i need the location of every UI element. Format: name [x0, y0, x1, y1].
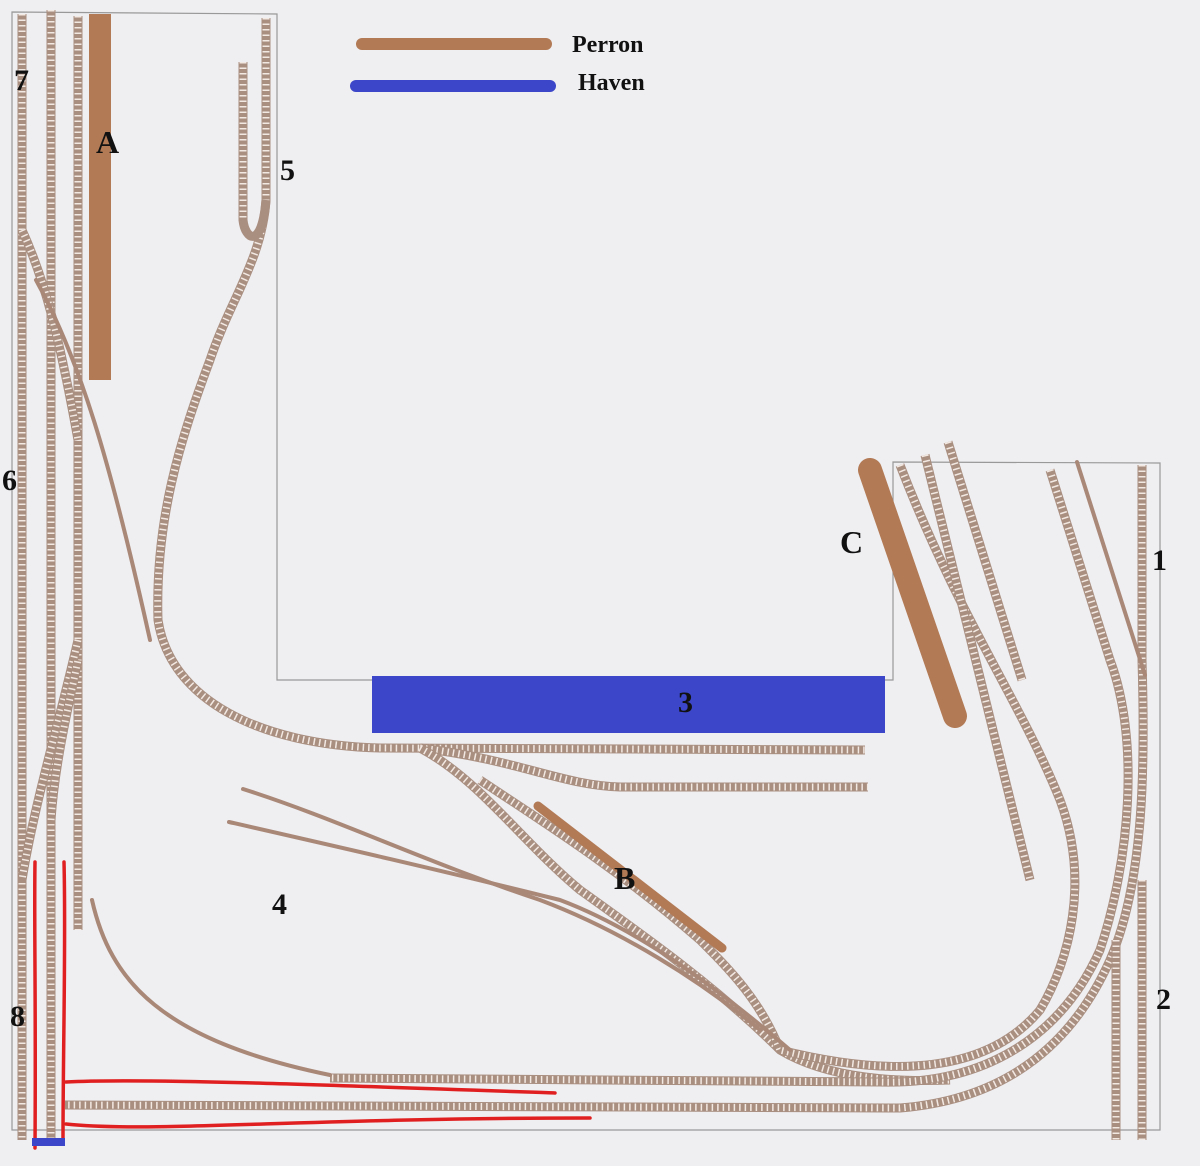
platform-letter-a: A: [96, 124, 120, 160]
platforms: [89, 14, 967, 953]
track-crossover-left-bottom-2: [46, 659, 83, 821]
plain-line-right-siding: [1075, 460, 1147, 677]
track-c-siding-2: [943, 440, 1027, 682]
plain-line-left-diagonal: [34, 278, 152, 642]
track-number-8: 8: [10, 1000, 25, 1033]
harbour-basin: [372, 676, 885, 733]
track-number-3: 3: [678, 686, 693, 719]
track-c-siding-1: [920, 453, 1035, 882]
track-crossover-left-top: [17, 228, 83, 441]
legend-platform-label: Perron: [572, 32, 644, 58]
red-sketch: [32, 860, 592, 1150]
track-crossover-left-bottom: [17, 639, 83, 881]
platform-letter-c: C: [840, 524, 864, 560]
track-diagonal-b-2: [477, 776, 785, 1052]
track-loop-c: [778, 463, 1080, 1071]
track-number-2: 2: [1156, 983, 1171, 1016]
tracks-layer: [17, 10, 1148, 1140]
track-number-6: 6: [2, 464, 17, 497]
baseboard-outline: [11, 11, 1161, 1131]
platform-b-bar: [533, 801, 727, 953]
small-blue-mark: [32, 1138, 65, 1146]
plain-lines: [34, 278, 1147, 1077]
plain-line-4-lower: [227, 820, 792, 1052]
legend-harbour-label: Haven: [578, 70, 645, 96]
plain-line-4-upper: [241, 787, 762, 1032]
track-3-siding: [419, 743, 868, 792]
track-number-5: 5: [280, 154, 295, 187]
track-5-siding: [238, 62, 271, 241]
platform-c-bar: [858, 458, 967, 728]
plain-line-bottom-curve: [90, 898, 332, 1077]
track-number-7: 7: [14, 64, 29, 97]
track-loop-inner: [329, 468, 1133, 1087]
track-number-1: 1: [1152, 544, 1167, 577]
platform-letter-b: B: [614, 860, 636, 896]
track-number-4: 4: [272, 888, 287, 921]
track-5-upper: [153, 18, 866, 755]
track-loop-outer: [64, 465, 1148, 1113]
